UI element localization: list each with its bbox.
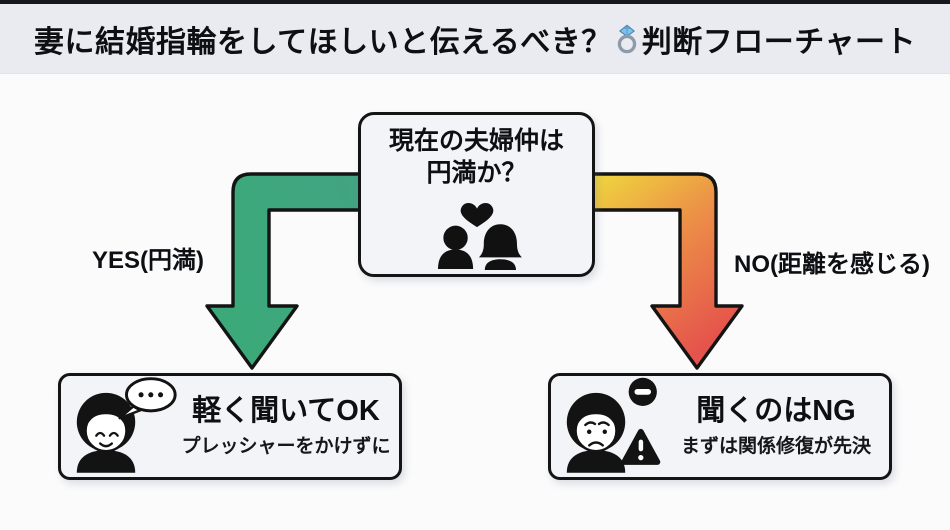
- no-arrow: [592, 172, 744, 370]
- sad-woman-warning-icon: [559, 375, 671, 478]
- no-result-texts: 聞くのはNG まずは関係修復が先決: [671, 395, 881, 458]
- yes-result-texts: 軽く聞いてOK プレッシャーをかけずに: [181, 395, 391, 458]
- ring-icon: [617, 24, 636, 53]
- yes-result-box: 軽く聞いてOK プレッシャーをかけずに: [58, 373, 402, 480]
- question-box: 現在の夫婦仲は 円満か？: [358, 112, 595, 277]
- no-result-box: 聞くのはNG まずは関係修復が先決: [548, 373, 892, 480]
- no-result-title: 聞くのはNG: [696, 395, 856, 427]
- question-line2: 円満か？: [426, 159, 527, 187]
- page-title: 妻に結婚指輪をしてほしいと伝えるべき？ 判断フローチャート: [34, 17, 916, 61]
- question-line1: 現在の夫婦仲は: [388, 127, 564, 155]
- header: 妻に結婚指輪をしてほしいと伝えるべき？ 判断フローチャート: [0, 4, 950, 74]
- no-branch-label: NO(距離を感じる): [734, 251, 930, 278]
- yes-branch-label: YES(円満): [91, 247, 204, 274]
- yes-result-title: 軽く聞いてOK: [192, 395, 380, 427]
- page-title-part1: 妻に結婚指輪をしてほしいと伝えるべき？: [34, 25, 612, 59]
- no-result-subtitle: まずは関係修復が先決: [680, 436, 871, 457]
- couple-heart-icon: [437, 202, 522, 271]
- top-accent-bar: [0, 0, 950, 4]
- page-title-part2: 判断フローチャート: [641, 25, 916, 59]
- happy-woman-speech-bubble-icon: [69, 375, 181, 478]
- yes-result-subtitle: プレッシャーをかけずに: [181, 436, 391, 457]
